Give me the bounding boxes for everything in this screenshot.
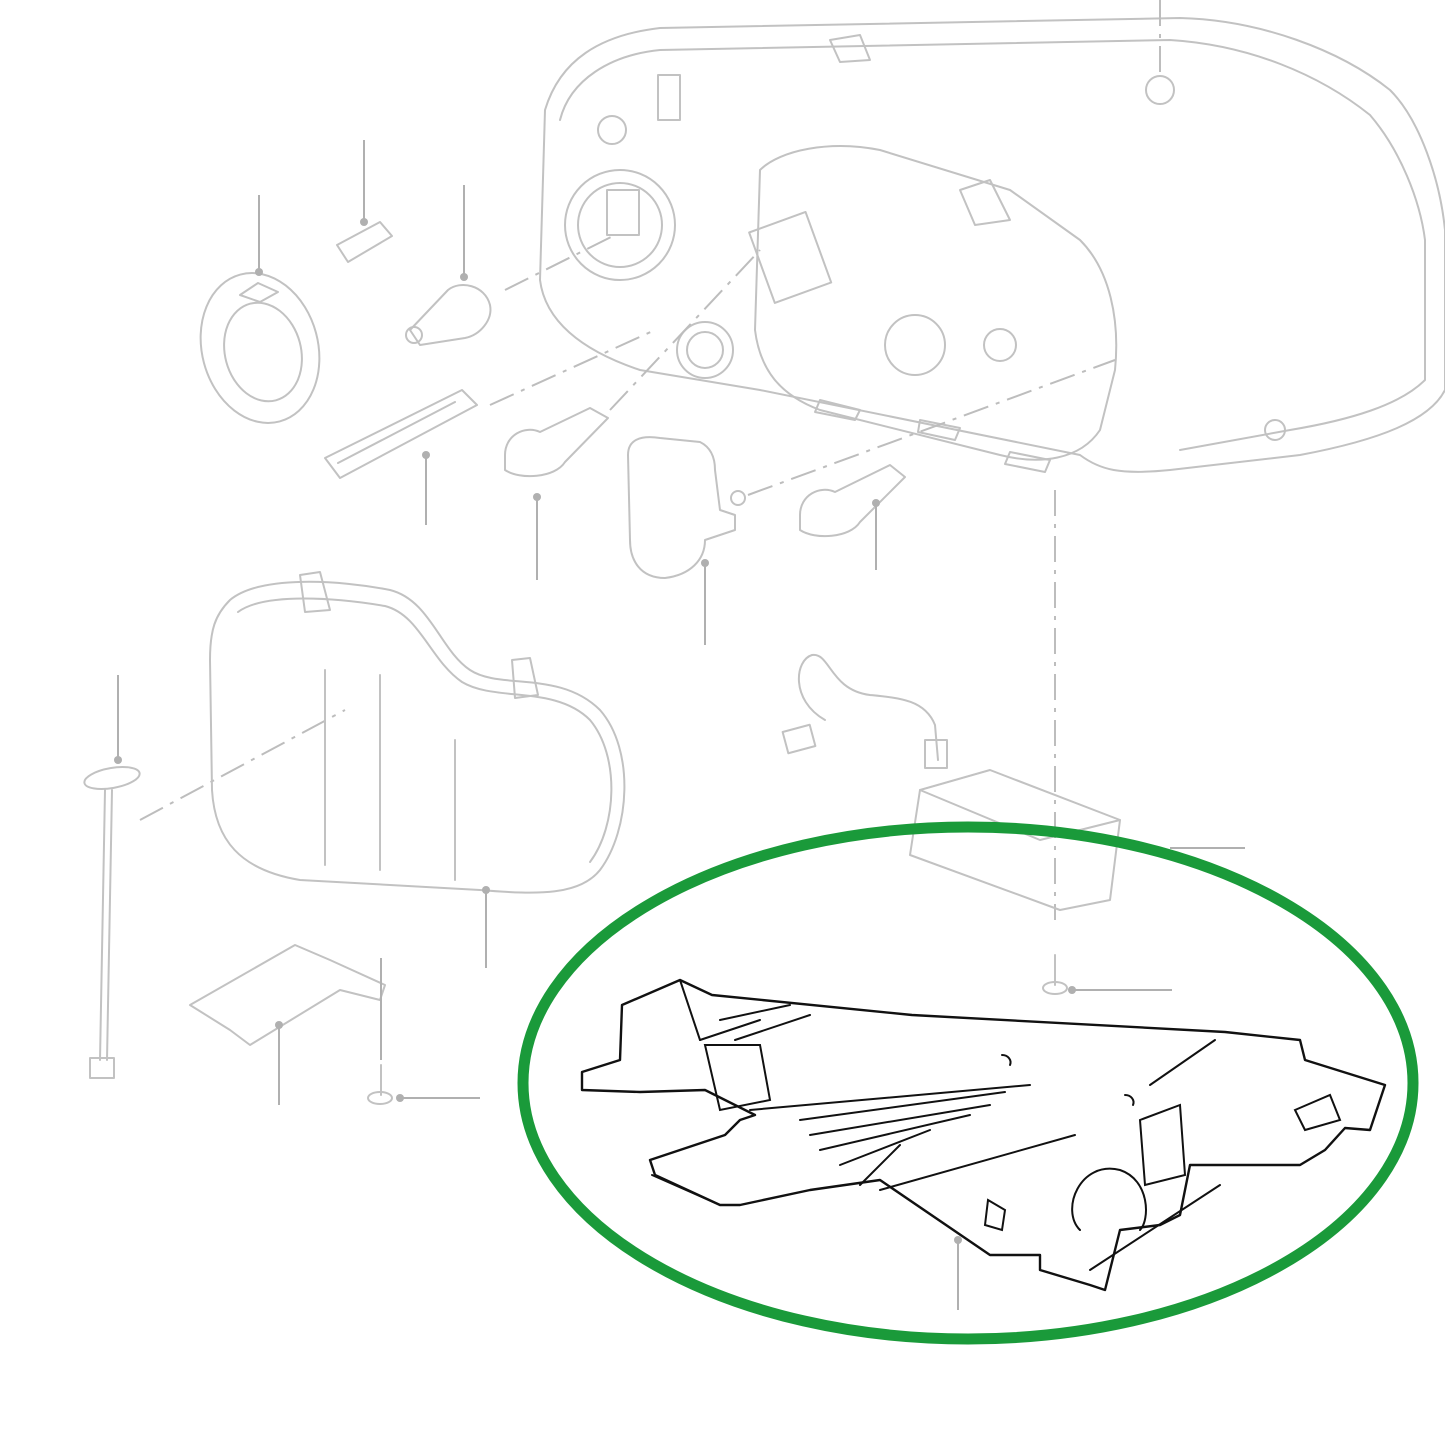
ballast-module xyxy=(909,769,1245,911)
h7-bulb-left xyxy=(504,407,609,580)
indicator-bulb xyxy=(405,185,492,346)
dust-cap-cover xyxy=(199,195,321,424)
side-marker-lamp xyxy=(324,389,478,525)
leveling-motor xyxy=(627,436,746,645)
screw-right xyxy=(1042,954,1172,995)
adjuster-rod xyxy=(83,675,141,1079)
assembly-lines xyxy=(139,234,1116,920)
wedge-bulb xyxy=(336,140,393,263)
rear-cover xyxy=(209,571,626,968)
h7-bulb-right xyxy=(799,464,906,570)
mounting-bracket-highlighted xyxy=(580,978,1387,1310)
wiring-harness xyxy=(781,653,948,769)
screw-left xyxy=(367,958,480,1105)
highlight-ring xyxy=(517,821,1419,1345)
bracket-small xyxy=(189,944,386,1105)
headlamp-housing xyxy=(539,0,1445,473)
